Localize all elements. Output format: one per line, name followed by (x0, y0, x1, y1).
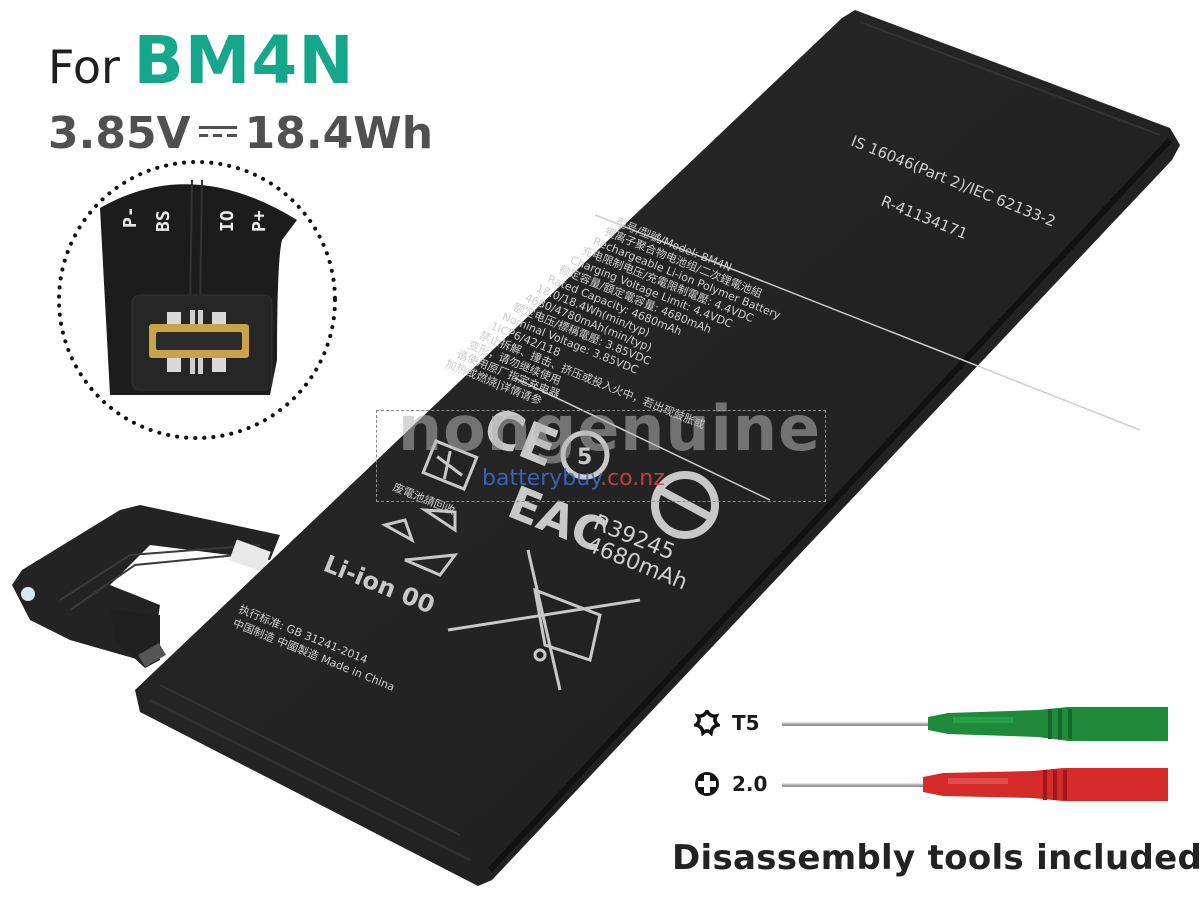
model-name: BM4N (133, 22, 355, 99)
crossed-bin-icon (447, 549, 641, 691)
title-prefix: For (48, 40, 120, 94)
watermark-text: nongenuine (398, 392, 822, 465)
recycle-5-icon: 5 (560, 430, 610, 480)
battery-recycle-icon (421, 439, 479, 491)
board-connector (149, 310, 249, 374)
phillips-icon (695, 772, 719, 796)
pin-label: P+ (249, 210, 270, 232)
tools-caption: Disassembly tools included (672, 838, 1200, 878)
phillips-label: 2.0 (732, 772, 768, 796)
torx-icon (694, 710, 720, 736)
tool-row-phillips: 2.0 (690, 767, 1180, 807)
flex-cable (12, 505, 280, 668)
watermark-box (376, 410, 826, 502)
watermark-site-main: batterybuy (482, 466, 601, 491)
svg-text:5: 5 (577, 445, 592, 470)
prohibited-circle-icon (651, 471, 719, 539)
voltage-value: 3.85V (48, 108, 191, 159)
battery-body (135, 10, 1180, 886)
spec-line: 3.85V 18.4Wh (48, 108, 433, 159)
dc-symbol-icon (198, 126, 237, 137)
product-title: For BM4N (48, 22, 355, 99)
torx-label: T5 (732, 711, 760, 735)
pin-label: P- (120, 206, 141, 228)
recycle-arrows-icon (380, 508, 459, 577)
phillips-screwdriver (782, 768, 1168, 801)
energy-value: 18.4Wh (244, 108, 434, 159)
pin-label: IO (217, 210, 238, 232)
pin-label: BS (153, 210, 174, 232)
watermark-site-tld: .co.nz (600, 466, 665, 491)
watermark-site: batterybuy.co.nz (482, 466, 665, 491)
tool-row-torx: T5 (690, 705, 1180, 745)
connector-detail-inset: P- BS IO P+ (57, 160, 337, 440)
torx-screwdriver (782, 707, 1168, 741)
